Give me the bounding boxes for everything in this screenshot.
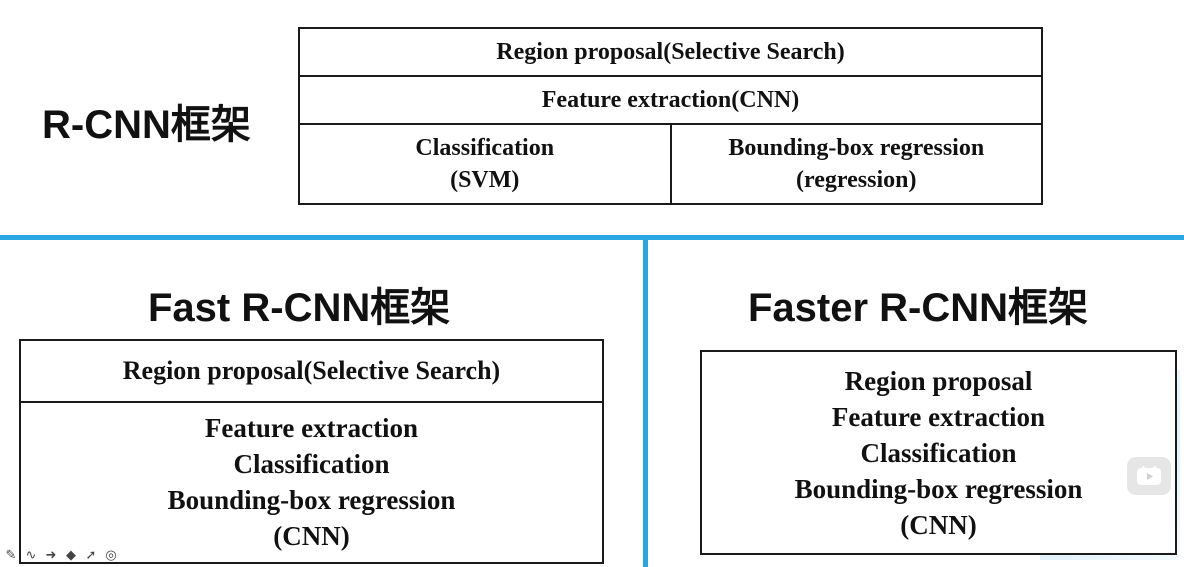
faster-rcnn-line: (CNN) [900,509,977,540]
eraser-icon[interactable]: ◆ [66,548,76,563]
rcnn-classification-label: Classification [415,135,555,161]
faster-rcnn-line: Feature extraction [831,401,1046,432]
fast-rcnn-line: Bounding-box regression [167,484,456,515]
rcnn-diagram: Region proposal(Selective Search) Featur… [298,27,1043,205]
target-icon[interactable]: ◎ [105,548,117,563]
rcnn-feature-extraction-row: Feature extraction(CNN) [300,77,1041,125]
fast-rcnn-diagram: Region proposal(Selective Search) Featur… [19,339,604,564]
rcnn-region-proposal-label: Region proposal(Selective Search) [496,38,845,65]
pen-icon[interactable]: ✎ [5,548,17,563]
faster-rcnn-line: Bounding-box regression [794,473,1083,504]
fast-rcnn-line: (CNN) [273,520,350,551]
fast-rcnn-region-proposal-row: Region proposal(Selective Search) [21,341,602,403]
faster-rcnn-block: Region proposal Feature extraction Class… [702,352,1175,553]
vertical-divider [643,238,648,567]
fast-rcnn-line: Classification [233,448,390,479]
rcnn-feature-extraction-label: Feature extraction(CNN) [541,86,800,113]
faster-rcnn-line: Classification [860,437,1017,468]
faster-rcnn-line: Region proposal [844,365,1033,396]
arrow-icon[interactable]: ➜ [45,548,57,563]
rcnn-classification-cell: Classification (SVM) [300,125,670,203]
rcnn-heads-row: Classification (SVM) Bounding-box regres… [300,125,1041,203]
rcnn-bbox-label: Bounding-box regression [728,135,985,161]
annotation-toolbar: ✎ ∿ ➜ ◆ ➚ ◎ [4,548,118,563]
play-icon [1137,466,1161,485]
wave-icon[interactable]: ∿ [25,548,37,563]
rcnn-region-proposal-row: Region proposal(Selective Search) [300,29,1041,77]
pointer-icon[interactable]: ➚ [85,548,97,563]
fast-rcnn-region-proposal-label: Region proposal(Selective Search) [122,356,501,385]
rcnn-classification-method: (SVM) [450,167,520,193]
rcnn-bbox-method: (regression) [796,167,917,193]
faster-rcnn-diagram: Region proposal Feature extraction Class… [700,350,1177,555]
faster-rcnn-heading: Faster R-CNN框架 [748,286,1089,330]
play-badge[interactable] [1127,457,1171,495]
fast-rcnn-cnn-block: Feature extraction Classification Boundi… [21,403,602,560]
horizontal-divider [0,235,1184,240]
rcnn-heading: R-CNN框架 [42,103,251,147]
fast-rcnn-line: Feature extraction [204,412,419,443]
rcnn-bbox-cell: Bounding-box regression (regression) [669,125,1042,203]
fast-rcnn-heading: Fast R-CNN框架 [148,286,451,330]
